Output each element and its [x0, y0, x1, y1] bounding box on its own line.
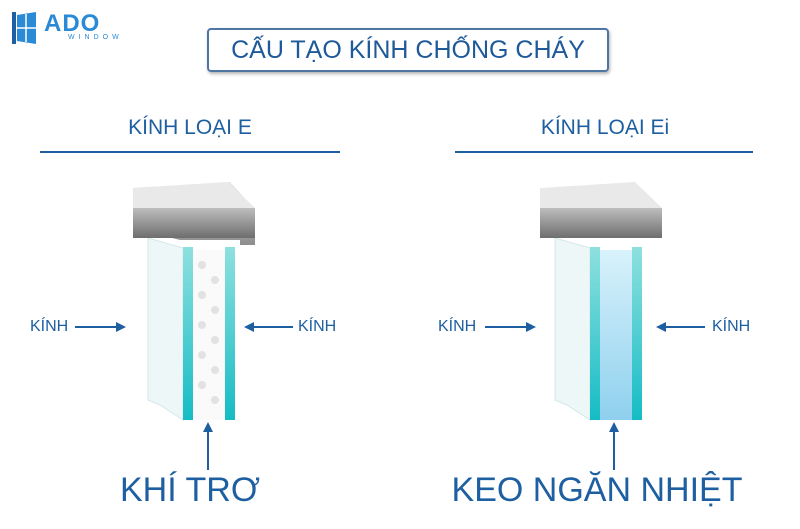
- glass-pane-left: [183, 247, 193, 420]
- glass-pane-right: [632, 247, 642, 420]
- panel-e-heading: KÍNH LOẠI E: [128, 116, 252, 139]
- insulating-gel-layer: [600, 250, 632, 420]
- panel-e-divider: [40, 151, 340, 153]
- logo-brand: ADO: [44, 10, 101, 37]
- inert-gas-layer: [193, 250, 225, 420]
- glass-unit-e: [133, 182, 255, 421]
- panel-ei-right-label: KÍNH: [712, 318, 751, 335]
- page-title: CẤU TẠO KÍNH CHỐNG CHÁY: [207, 28, 609, 72]
- panel-ei-left-label: KÍNH: [438, 318, 477, 335]
- panel-e-right-label: KÍNH: [298, 318, 337, 335]
- logo: ADO WINDOW: [12, 12, 123, 44]
- glass-pane-right: [225, 247, 235, 420]
- glass-unit-ei: [540, 182, 662, 421]
- frame-cap: [540, 208, 662, 238]
- panel-e-left-label: KÍNH: [30, 318, 69, 335]
- logo-subtitle: WINDOW: [68, 34, 123, 41]
- window-logo-icon: [12, 12, 36, 44]
- panel-ei-bottom-label: KEO NGĂN NHIỆT: [451, 471, 743, 509]
- panel-e-bottom-label: KHÍ TRƠ: [120, 471, 260, 509]
- arrows: [75, 322, 705, 470]
- glass-pane-left: [590, 247, 600, 420]
- panel-ei-heading: KÍNH LOẠI Ei: [540, 116, 670, 139]
- panel-ei-divider: [455, 151, 753, 153]
